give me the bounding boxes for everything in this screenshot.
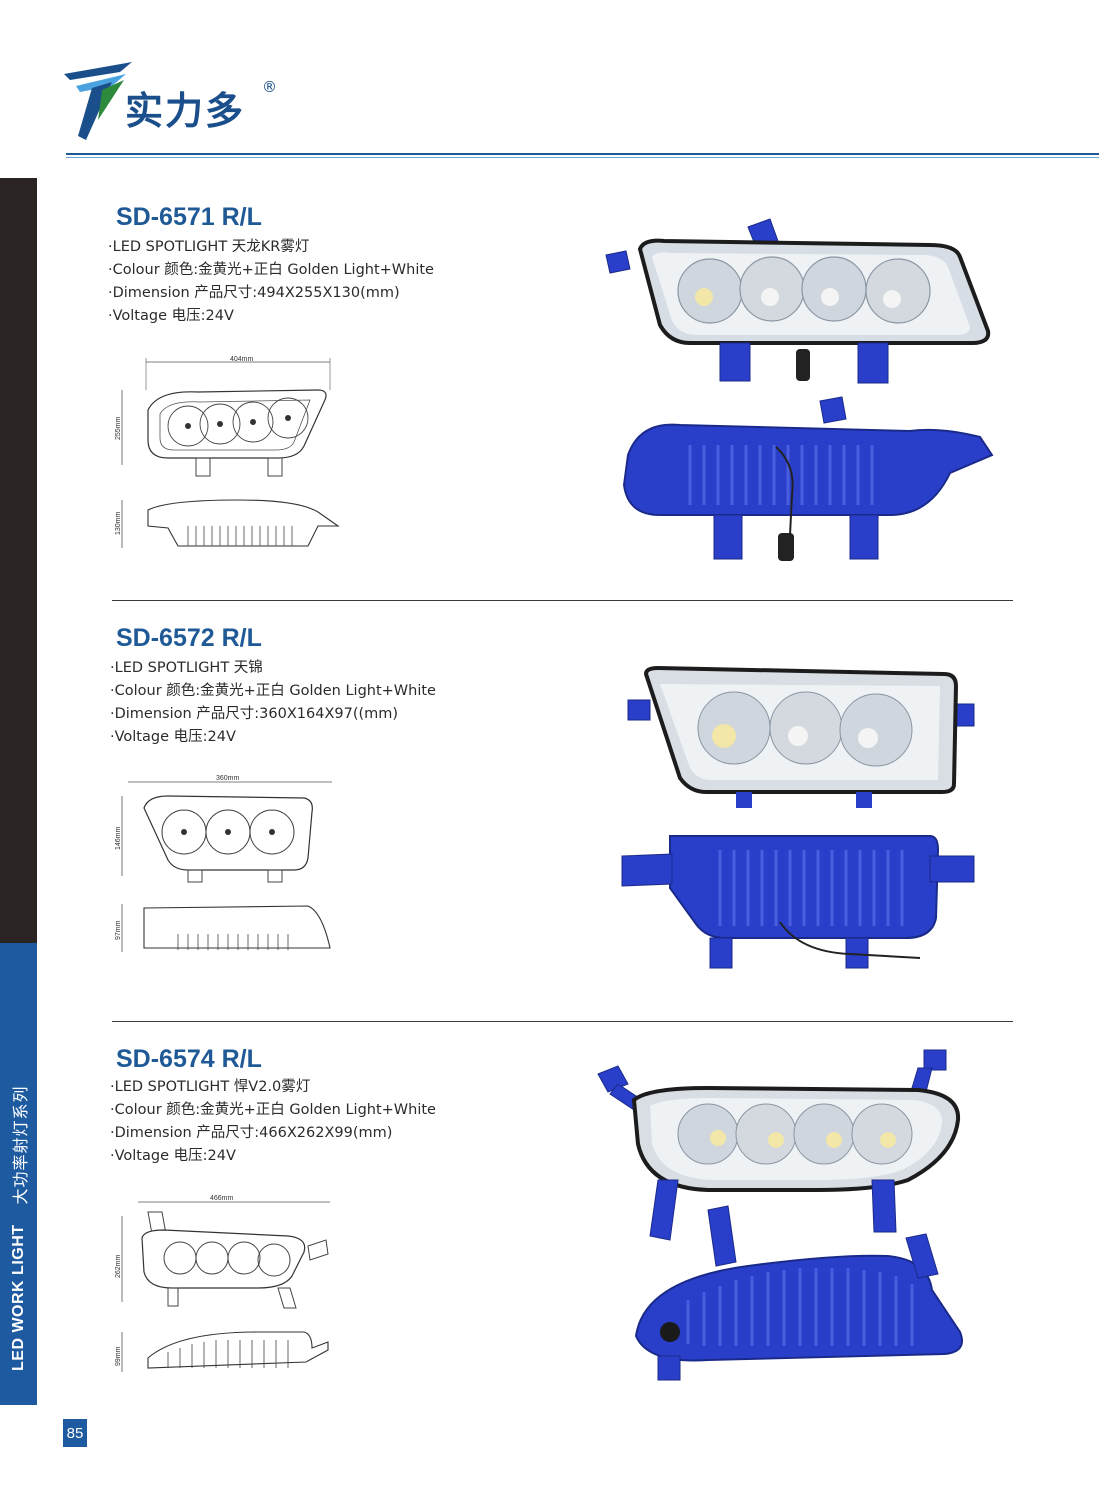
sidebar-blue-band (0, 943, 37, 1405)
product-3-specs: ·LED SPOTLIGHT 悍V2.0雾灯 ·Colour 颜色:金黄光+正白… (110, 1076, 436, 1168)
height-dimension-label: 255mm (115, 416, 122, 440)
depth-dimension-label: 97mm (115, 920, 122, 940)
product-1-technical-drawing: 404mm 255mm 130mm (115, 356, 340, 548)
product-1-photo (605, 218, 994, 561)
product-1-specs: ·LED SPOTLIGHT 天龙KR雾灯 ·Colour 颜色:金黄光+正白 … (108, 236, 434, 328)
category-cn: 大功率射灯系列 (10, 1085, 30, 1205)
product-2-model: SD-6572 R/L (116, 624, 262, 652)
brand-logo-icon (64, 62, 132, 140)
spec-dimension: ·Dimension 产品尺寸:466X262X99(mm) (110, 1125, 393, 1141)
depth-dimension-label: 130mm (115, 511, 122, 535)
section-divider-1 (112, 600, 1013, 601)
header-rule-thin (66, 157, 1099, 158)
spec-type: ·LED SPOTLIGHT 悍V2.0雾灯 (110, 1079, 311, 1095)
depth-dimension-label: 99mm (115, 1346, 122, 1366)
sidebar-label: LED WORK LIGHT 大功率射灯系列 (0, 943, 37, 1405)
width-dimension-label: 404mm (230, 356, 254, 363)
brand-name: 实力多 (125, 80, 245, 135)
brand-name-text: 实力多 (125, 89, 246, 133)
spec-colour: ·Colour 颜色:金黄光+正白 Golden Light+White (110, 1102, 436, 1118)
page-number: 85 (63, 1419, 87, 1447)
width-dimension-label: 466mm (210, 1195, 234, 1202)
width-dimension-label: 360mm (216, 775, 240, 782)
product-2-photo (621, 665, 975, 969)
spec-dimension: ·Dimension 产品尺寸:360X164X97((mm) (110, 706, 399, 722)
product-3-model: SD-6574 R/L (116, 1045, 262, 1073)
spec-voltage: ·Voltage 电压:24V (108, 308, 234, 324)
spec-type: ·LED SPOTLIGHT 天锦 (110, 660, 263, 676)
spec-voltage: ·Voltage 电压:24V (110, 729, 236, 745)
height-dimension-label: 262mm (115, 1254, 122, 1278)
spec-voltage: ·Voltage 电压:24V (110, 1148, 236, 1164)
category-en: LED WORK LIGHT (9, 1224, 27, 1371)
product-1-model: SD-6571 R/L (116, 203, 262, 231)
product-3-technical-drawing: 466mm 262mm 99mm (115, 1195, 330, 1372)
spec-colour: ·Colour 颜色:金黄光+正白 Golden Light+White (108, 262, 434, 278)
product-2-specs: ·LED SPOTLIGHT 天锦 ·Colour 颜色:金黄光+正白 Gold… (110, 657, 436, 749)
header-rule (66, 153, 1099, 155)
product-3-photo (597, 1049, 963, 1381)
spec-colour: ·Colour 颜色:金黄光+正白 Golden Light+White (110, 683, 436, 699)
product-2-technical-drawing: 360mm 146mm 97mm (115, 775, 332, 952)
sidebar-dark-band (0, 178, 37, 943)
spec-type: ·LED SPOTLIGHT 天龙KR雾灯 (108, 239, 310, 255)
section-divider-2 (112, 1021, 1013, 1022)
spec-dimension: ·Dimension 产品尺寸:494X255X130(mm) (108, 285, 400, 301)
height-dimension-label: 146mm (115, 826, 122, 850)
registered-mark: ® (262, 78, 277, 96)
